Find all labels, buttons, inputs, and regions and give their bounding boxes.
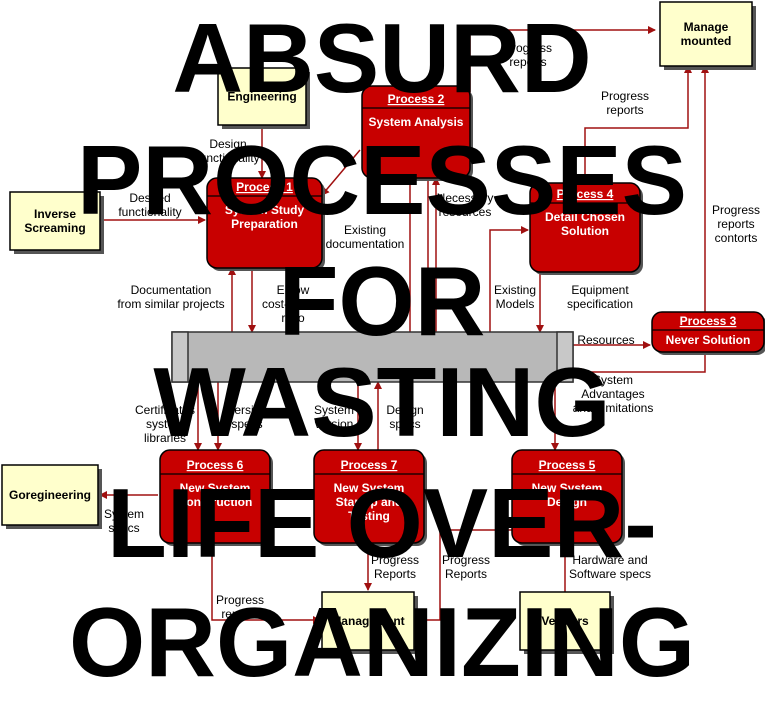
process-box [313,449,425,544]
entity-goregineering: Goregineering [1,464,102,529]
process-name: New System [532,481,603,495]
flow-line [211,540,321,624]
process-number: Process 3 [680,314,737,328]
entity-engineering: Engineering [217,67,310,129]
process-name: Detail Chosen [545,210,625,224]
flow-label: Resources [577,333,634,347]
data-store [171,331,574,383]
flow-lines [99,26,709,624]
process-box [529,182,641,273]
process-box [361,85,471,179]
flow-line [414,529,520,624]
meme-caption-line: FOR [279,246,486,356]
meme-caption-line: PROCESSES [77,125,687,235]
process-name: System Study [225,203,305,217]
entity-box [9,191,101,251]
process-p3: Process 3 Never Solution [651,311,765,355]
process-name: System Analysis [369,115,464,129]
entity-box [1,464,99,526]
entity-box [217,67,307,126]
process-p2: Process 2 System Analysis [361,85,473,181]
process-name: Never Solution [666,333,751,347]
meme-caption-line: ABSURD [172,3,591,113]
entity-box [659,1,753,67]
entity-label: Manage [684,20,729,34]
process-number: Process 7 [341,458,398,472]
process-box [651,311,765,353]
process-name: New System [180,481,251,495]
process-name: Startup and [336,495,403,509]
process-name: Preparation [231,217,298,231]
entity-label: Inverse [34,207,76,221]
entity-label: Goregineering [9,488,91,502]
process-number: Process 2 [388,92,445,106]
flow-line [574,352,706,376]
process-box [159,449,271,544]
meme-caption-line: ORGANIZING [69,587,695,697]
entity-vendors: Vendors [519,591,614,654]
external-entities: Engineering ManagemountedInverseScreaming… [1,1,756,654]
process-number: Process 5 [539,458,596,472]
entity-box [519,591,611,651]
process-number: Process 6 [187,458,244,472]
flow-line [321,149,361,196]
process-box [206,177,323,269]
meme-caption-line: LIFE OVER- [107,468,657,578]
process-name: Solution [561,224,609,238]
entity-box [321,591,415,651]
process-name: Construction [178,495,253,509]
meme-caption-line: WASTING [153,347,610,457]
entity-label: Management [331,614,404,628]
process-box [511,449,623,544]
flow-line [489,226,529,332]
entity-management: Management [321,591,418,654]
entity-label: mounted [681,34,732,48]
entity-label: Vendors [541,614,589,628]
flow-line [469,26,656,110]
entity-label: Engineering [227,90,296,104]
entity-label: Screaming [24,221,85,235]
process-name: Testing [348,509,390,523]
flow-line [584,65,692,185]
process-name: New System [334,481,405,495]
process-number: Process 4 [557,187,614,201]
process-name: Design [547,495,587,509]
process-number: Process 1 [236,180,293,194]
